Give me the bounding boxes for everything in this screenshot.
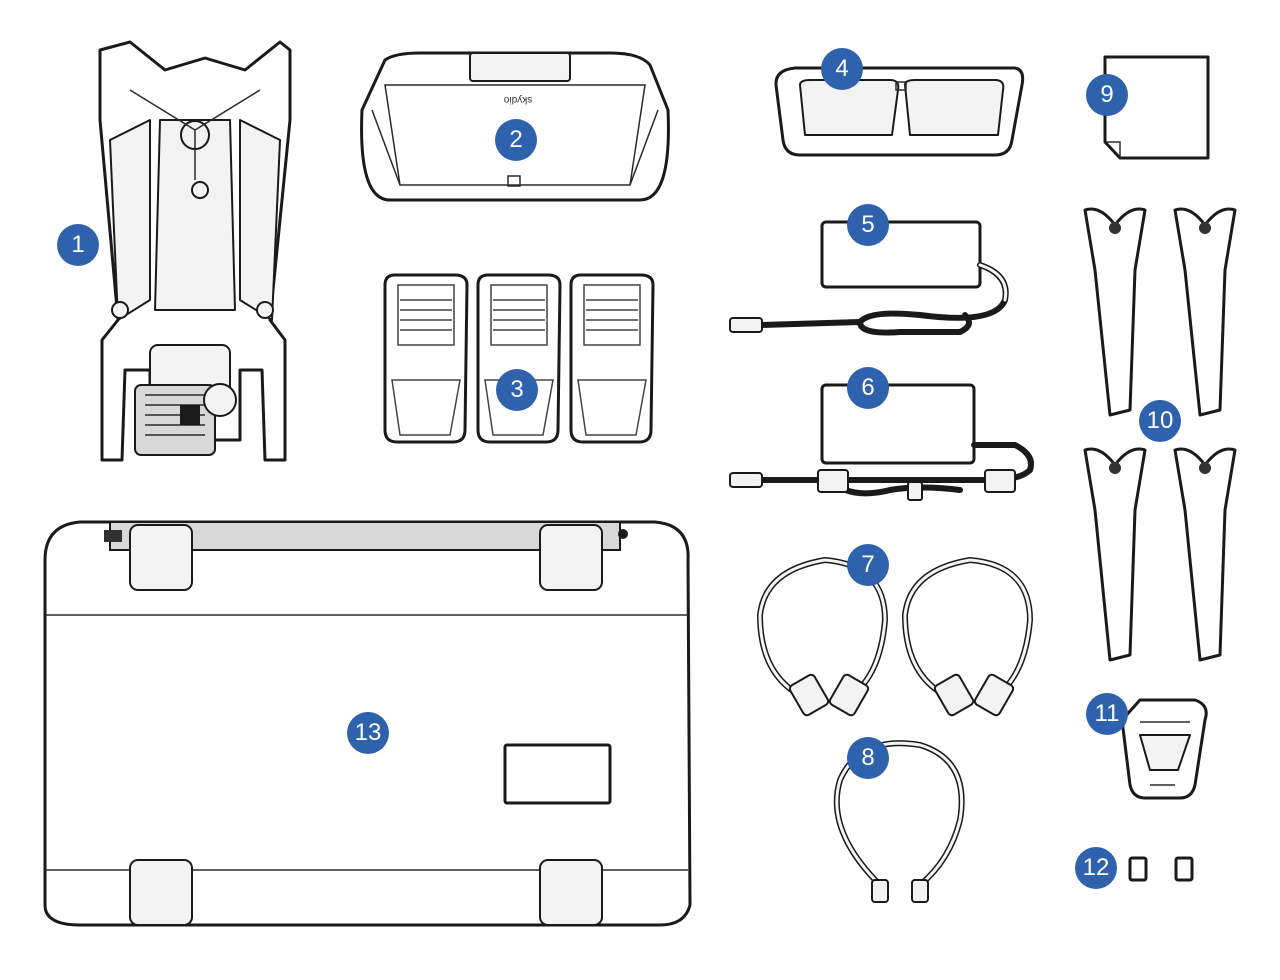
- gimbal-protector-icon: [1120, 698, 1208, 800]
- callout-5: 5: [847, 204, 889, 246]
- cleaning-cloth-icon: [1103, 55, 1210, 160]
- battery-icon: [383, 273, 655, 444]
- memory-card-icon: [1128, 856, 1194, 882]
- callout-11: 11: [1086, 693, 1128, 735]
- callout-3: 3: [496, 369, 538, 411]
- callout-1: 1: [57, 224, 99, 266]
- cable-pair-icon: [756, 556, 1034, 717]
- callout-8: 8: [847, 737, 889, 779]
- callout-4: 4: [821, 48, 863, 90]
- power-adapter-large-icon: [729, 383, 1034, 501]
- callout-12: 12: [1075, 847, 1117, 889]
- propellers-icon: [1083, 207, 1237, 662]
- callout-10: 10: [1139, 400, 1181, 442]
- callout-9: 9: [1086, 74, 1128, 116]
- callout-7: 7: [847, 544, 889, 586]
- drone-folded-icon: [98, 40, 292, 462]
- svg-text:skydio: skydio: [503, 94, 532, 105]
- usb-c-cable-icon: [833, 740, 965, 903]
- battery-charging-hub-icon: [774, 66, 1025, 157]
- callout-13: 13: [347, 712, 389, 754]
- callout-6: 6: [847, 367, 889, 409]
- callout-2: 2: [495, 119, 537, 161]
